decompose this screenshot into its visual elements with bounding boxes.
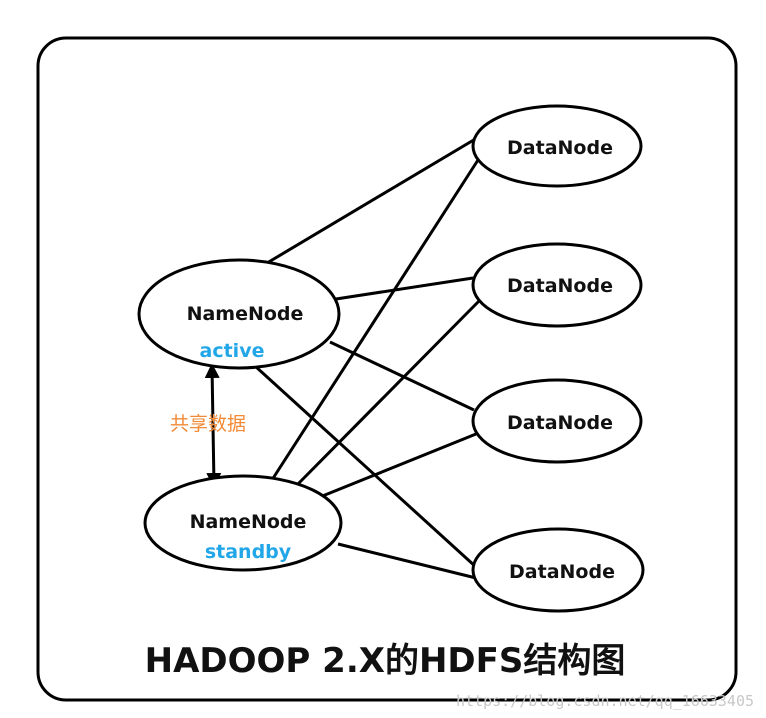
datanode-1-label: DataNode [507, 137, 613, 159]
namenode-active-state: active [200, 340, 265, 362]
namenode-standby-label: NameNode [190, 511, 307, 533]
datanode-4-label: DataNode [509, 561, 615, 583]
namenode-standby-state: standby [205, 541, 292, 563]
datanode-2[interactable]: DataNode [471, 242, 643, 328]
watermark-text: https://blog.csdn.net/qq_16633405 [456, 692, 754, 710]
edge-standby-datanode-2 [294, 298, 482, 488]
edge-standby-datanode-4 [337, 542, 477, 580]
shared-data-label: 共享数据 [170, 413, 246, 435]
edge-active-datanode-1 [261, 136, 478, 268]
shared-data-arrow [204, 363, 222, 488]
datanode-4-shape [471, 527, 645, 613]
namenode-standby-shape [143, 474, 343, 572]
namenode-active[interactable]: NameNode active [137, 258, 341, 370]
datanode-3-shape [471, 378, 643, 464]
diagram-title: HADOOP 2.X的HDFS结构图 [145, 641, 626, 681]
edge-standby-datanode-3 [319, 432, 477, 499]
namenode-active-shape [137, 258, 341, 370]
datanode-2-label: DataNode [507, 275, 613, 297]
namenode-standby[interactable]: NameNode standby [143, 474, 343, 572]
connections [204, 136, 482, 580]
datanode-3[interactable]: DataNode [471, 378, 643, 464]
datanode-1[interactable]: DataNode [471, 104, 643, 188]
datanode-2-shape [471, 242, 643, 328]
datanode-4[interactable]: DataNode [471, 527, 645, 613]
namenode-active-label: NameNode [187, 303, 304, 325]
edge-active-datanode-4 [253, 364, 478, 569]
datanode-3-label: DataNode [507, 412, 613, 434]
edge-active-datanode-2 [335, 276, 474, 301]
datanode-1-shape [471, 104, 643, 188]
edge-standby-datanode-1 [268, 159, 480, 484]
